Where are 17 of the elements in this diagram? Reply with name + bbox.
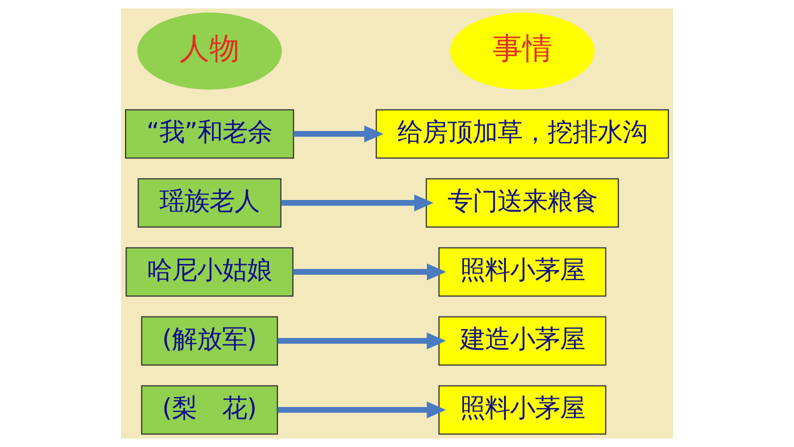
arrow: [278, 332, 446, 350]
node-box: “我”和老余: [125, 109, 294, 159]
arrow: [278, 402, 446, 418]
node-box: (解放军): [141, 316, 278, 366]
node-box: 照料小茅屋: [438, 247, 606, 297]
arrow: [294, 126, 384, 142]
node-box: 照料小茅屋: [438, 385, 606, 435]
node-box: 给房顶加草，挖排水沟: [376, 109, 669, 159]
node-box: 建造小茅屋: [438, 316, 606, 366]
node-box: 专门送来粮食: [426, 178, 619, 228]
arrow: [281, 194, 434, 212]
node-box: (梨 花): [141, 385, 278, 435]
node-ellipse: 事情: [450, 12, 595, 90]
node-box: 哈尼小姑娘: [126, 247, 294, 297]
arrow: [293, 264, 446, 280]
node-box: 瑶族老人: [138, 178, 282, 228]
node-ellipse: 人物: [137, 12, 282, 90]
